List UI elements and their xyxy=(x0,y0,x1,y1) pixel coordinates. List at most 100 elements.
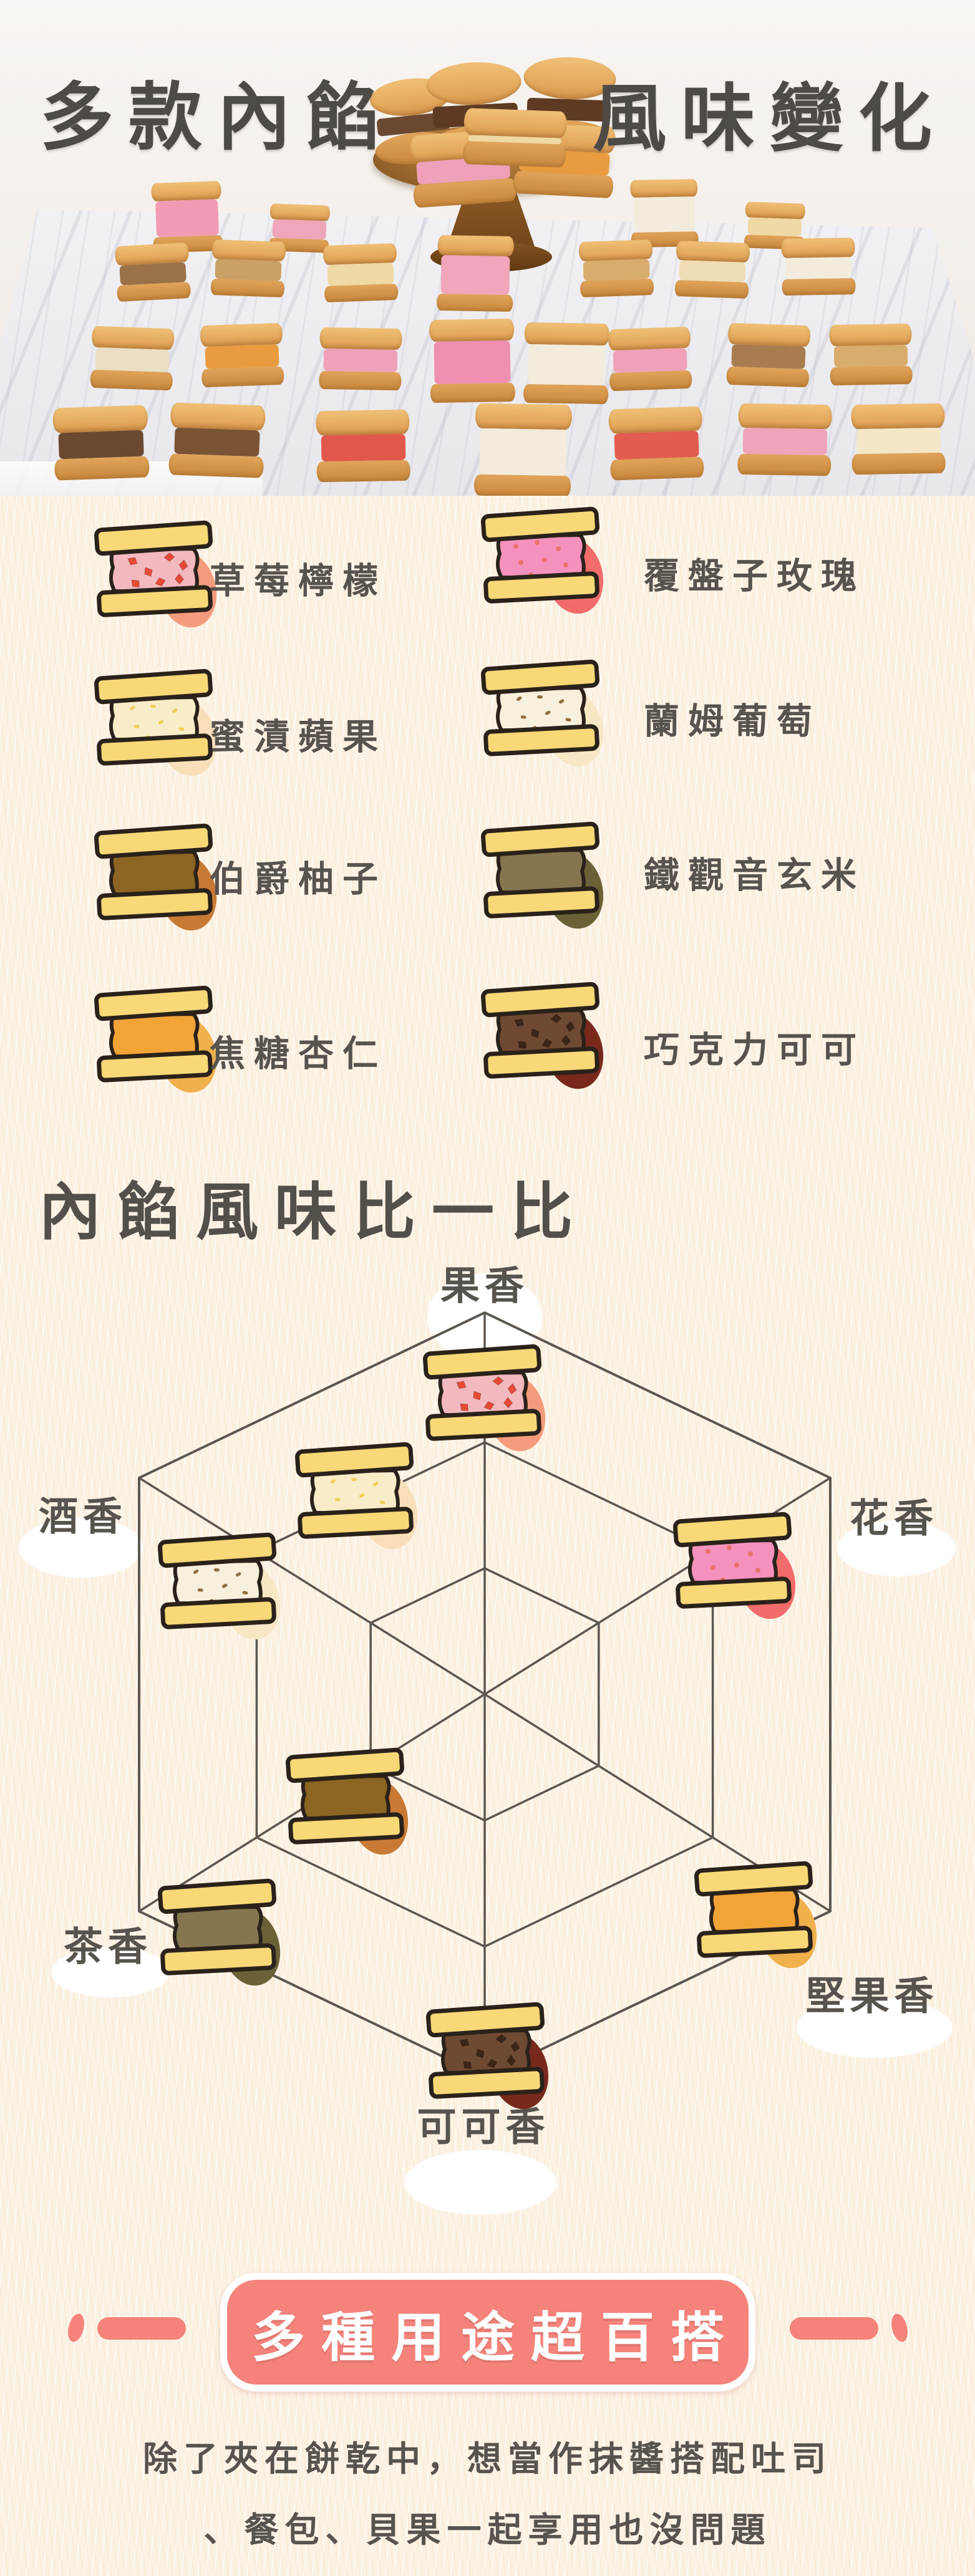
radar-cookie-6-art xyxy=(158,1878,281,1986)
photo-cookie-7 xyxy=(323,243,399,303)
radar-cookie-3-art xyxy=(295,1442,418,1550)
photo-cookie-filling xyxy=(205,344,280,370)
flavor-cookie-1 xyxy=(90,519,221,631)
photo-cookie-18 xyxy=(726,322,811,388)
radar-cookie-4 xyxy=(154,1531,285,1643)
footer-text-line2: 、餐包、貝果一起享用也沒問題 xyxy=(203,2511,772,2549)
axis-label-1: 果香 xyxy=(440,1264,529,1308)
flavor-cookie-7 xyxy=(90,984,221,1096)
photo-cookie-filling xyxy=(434,340,511,385)
axis-blob-5 xyxy=(51,1947,170,1997)
photo-cookie-filling xyxy=(478,428,567,476)
photo-cookie-bottom xyxy=(737,453,832,476)
flavor-cookie-4-art xyxy=(481,659,604,767)
photo-cookie-top xyxy=(91,326,175,350)
photo-cookie-filling xyxy=(583,259,650,281)
photo-cookie-bottom xyxy=(316,460,410,483)
photo-cookie-5 xyxy=(114,242,192,302)
photo-cookie-bottom xyxy=(609,456,704,481)
usage-banner: 多種用途超百搭 xyxy=(220,2273,755,2391)
photo-cookie-top xyxy=(437,234,515,257)
photo-cookie-16 xyxy=(523,322,610,405)
photo-cookie-filling xyxy=(321,433,405,462)
photo-cookie-14 xyxy=(319,327,402,391)
photo-cookie-filling xyxy=(155,199,220,238)
photo-cookie-17 xyxy=(608,326,692,392)
photo-cookie-top xyxy=(630,179,698,198)
flavor-cookie-5 xyxy=(90,822,221,934)
flavor-cookie-6-art xyxy=(481,821,604,929)
flavor-cookie-3 xyxy=(90,667,221,779)
radar-cookie-1-art xyxy=(423,1344,546,1452)
photo-cookie-filling xyxy=(272,219,327,240)
flavor-label-4: 蘭姆葡萄 xyxy=(644,702,821,741)
hero-title-right: 風味變化 xyxy=(593,78,948,160)
photo-cookie-filling xyxy=(94,347,170,373)
axis-label-5: 茶香 xyxy=(64,1925,152,1969)
photo-cookie-filling xyxy=(785,257,852,279)
photo-cookie-bottom xyxy=(851,452,946,475)
photo-cookie-top xyxy=(608,326,691,351)
flavor-cookie-2-art xyxy=(481,506,604,614)
photo-cookie-bottom xyxy=(319,370,402,391)
photo-cookie-20 xyxy=(52,405,150,481)
photo-cookie-filling xyxy=(215,259,282,281)
photo-cookie-top xyxy=(52,405,148,433)
axis-label-6: 酒香 xyxy=(39,1495,127,1539)
photo-cookie-top xyxy=(745,201,806,219)
photo-cookie-top xyxy=(211,239,286,262)
photo-cookie-bottom xyxy=(168,453,264,478)
photo-cookie-15 xyxy=(429,318,516,403)
radar-cookie-2-art xyxy=(673,1512,796,1619)
photo-cookie-top xyxy=(319,327,402,350)
flavor-cookie-1-art xyxy=(94,520,217,628)
photo-cookie-top xyxy=(524,322,610,346)
axis-blob-4 xyxy=(404,2150,556,2215)
photo-cookie-bottom xyxy=(513,170,614,199)
photo-cookie-25 xyxy=(737,403,832,476)
photo-cookie-bottom xyxy=(436,293,513,312)
photo-cookie-top xyxy=(829,323,912,347)
photo-cookie-bottom xyxy=(674,279,749,299)
photo-cookie-top xyxy=(851,403,945,430)
flavor-label-2: 覆盤子玫瑰 xyxy=(644,556,865,596)
axis-label-3: 堅果香 xyxy=(805,1974,939,2019)
photo-cookie-23 xyxy=(473,403,572,496)
axis-label-2: 花香 xyxy=(850,1497,938,1541)
photo-cookie-6 xyxy=(210,239,286,298)
photo-cookie-filling xyxy=(327,263,394,286)
radar-cookie-4-art xyxy=(158,1532,281,1640)
photo-cookie-filling xyxy=(613,347,688,374)
photo-cookie-bottom xyxy=(523,384,609,405)
photo-cookie-filling xyxy=(742,427,827,456)
photo-cookie-12 xyxy=(90,326,175,391)
flavor-cookie-8-art xyxy=(481,982,604,1089)
flavor-label-5: 伯爵柚子 xyxy=(210,859,387,899)
flavor-cookie-6 xyxy=(477,820,608,932)
photo-cookie-21 xyxy=(168,402,266,478)
photo-cookie-10 xyxy=(674,240,750,299)
photo-cookie-bottom xyxy=(430,382,516,403)
photo-cookie-top xyxy=(781,237,855,259)
radar-cookie-5-art xyxy=(286,1747,409,1855)
flavor-label-8: 巧克力可可 xyxy=(644,1030,865,1070)
photo-cookie-filling xyxy=(58,430,145,460)
photo-cookie-top xyxy=(463,108,568,138)
photo-cookie-bottom xyxy=(609,370,692,392)
flavor-cookie-5-art xyxy=(94,823,217,931)
flavor-cookie-3-art xyxy=(94,668,217,776)
radar-cookie-8-art xyxy=(426,2002,549,2110)
banner-deco-bar-right xyxy=(790,2317,878,2340)
photo-cookie-filling xyxy=(833,344,908,368)
radar-section-title: 內餡風味比一比 xyxy=(39,1177,589,1247)
photo-cookie-filling xyxy=(323,348,398,373)
photo-cookie-bottom xyxy=(54,456,150,481)
photo-cookie-filling xyxy=(173,427,260,457)
flavor-label-7: 焦糖杏仁 xyxy=(210,1034,387,1074)
flavor-cookie-4 xyxy=(477,658,608,770)
photo-cookie-filling xyxy=(856,427,941,455)
photo-cookie-19 xyxy=(829,323,913,386)
radar-cookie-3 xyxy=(291,1440,422,1553)
photo-cookie-bottom xyxy=(726,366,810,388)
